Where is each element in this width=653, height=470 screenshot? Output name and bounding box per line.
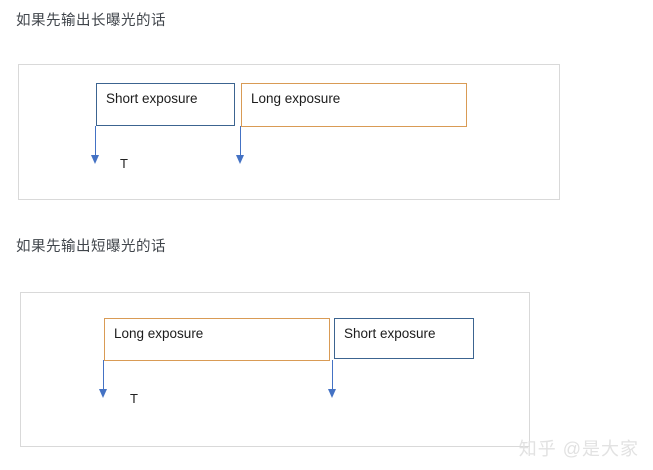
arrow-stem bbox=[331, 360, 334, 389]
interval-t-label: T bbox=[130, 391, 138, 406]
down-arrow-icon bbox=[99, 360, 108, 398]
down-arrow-icon bbox=[328, 360, 337, 398]
arrow-stem bbox=[239, 126, 242, 155]
heading-short-exposure-first: 如果先输出短曝光的话 bbox=[16, 239, 166, 255]
diagram-short-exposure-first: Long exposure Short exposure T bbox=[20, 292, 530, 447]
arrow-head bbox=[91, 155, 99, 164]
arrow-head bbox=[328, 389, 336, 398]
arrow-stem bbox=[102, 360, 105, 389]
short-exposure-box: Short exposure bbox=[334, 318, 474, 359]
short-exposure-box: Short exposure bbox=[96, 83, 235, 126]
arrow-head bbox=[99, 389, 107, 398]
long-exposure-box: Long exposure bbox=[241, 83, 467, 127]
down-arrow-icon bbox=[91, 126, 100, 164]
down-arrow-icon bbox=[236, 126, 245, 164]
heading-long-exposure-first: 如果先输出长曝光的话 bbox=[16, 13, 166, 29]
interval-t-label: T bbox=[120, 156, 128, 171]
arrow-head bbox=[236, 155, 244, 164]
zhihu-watermark: 知乎 @是大家 bbox=[518, 439, 639, 459]
arrow-stem bbox=[94, 126, 97, 155]
long-exposure-box: Long exposure bbox=[104, 318, 330, 361]
diagram-long-exposure-first: Short exposure Long exposure T bbox=[18, 64, 560, 200]
